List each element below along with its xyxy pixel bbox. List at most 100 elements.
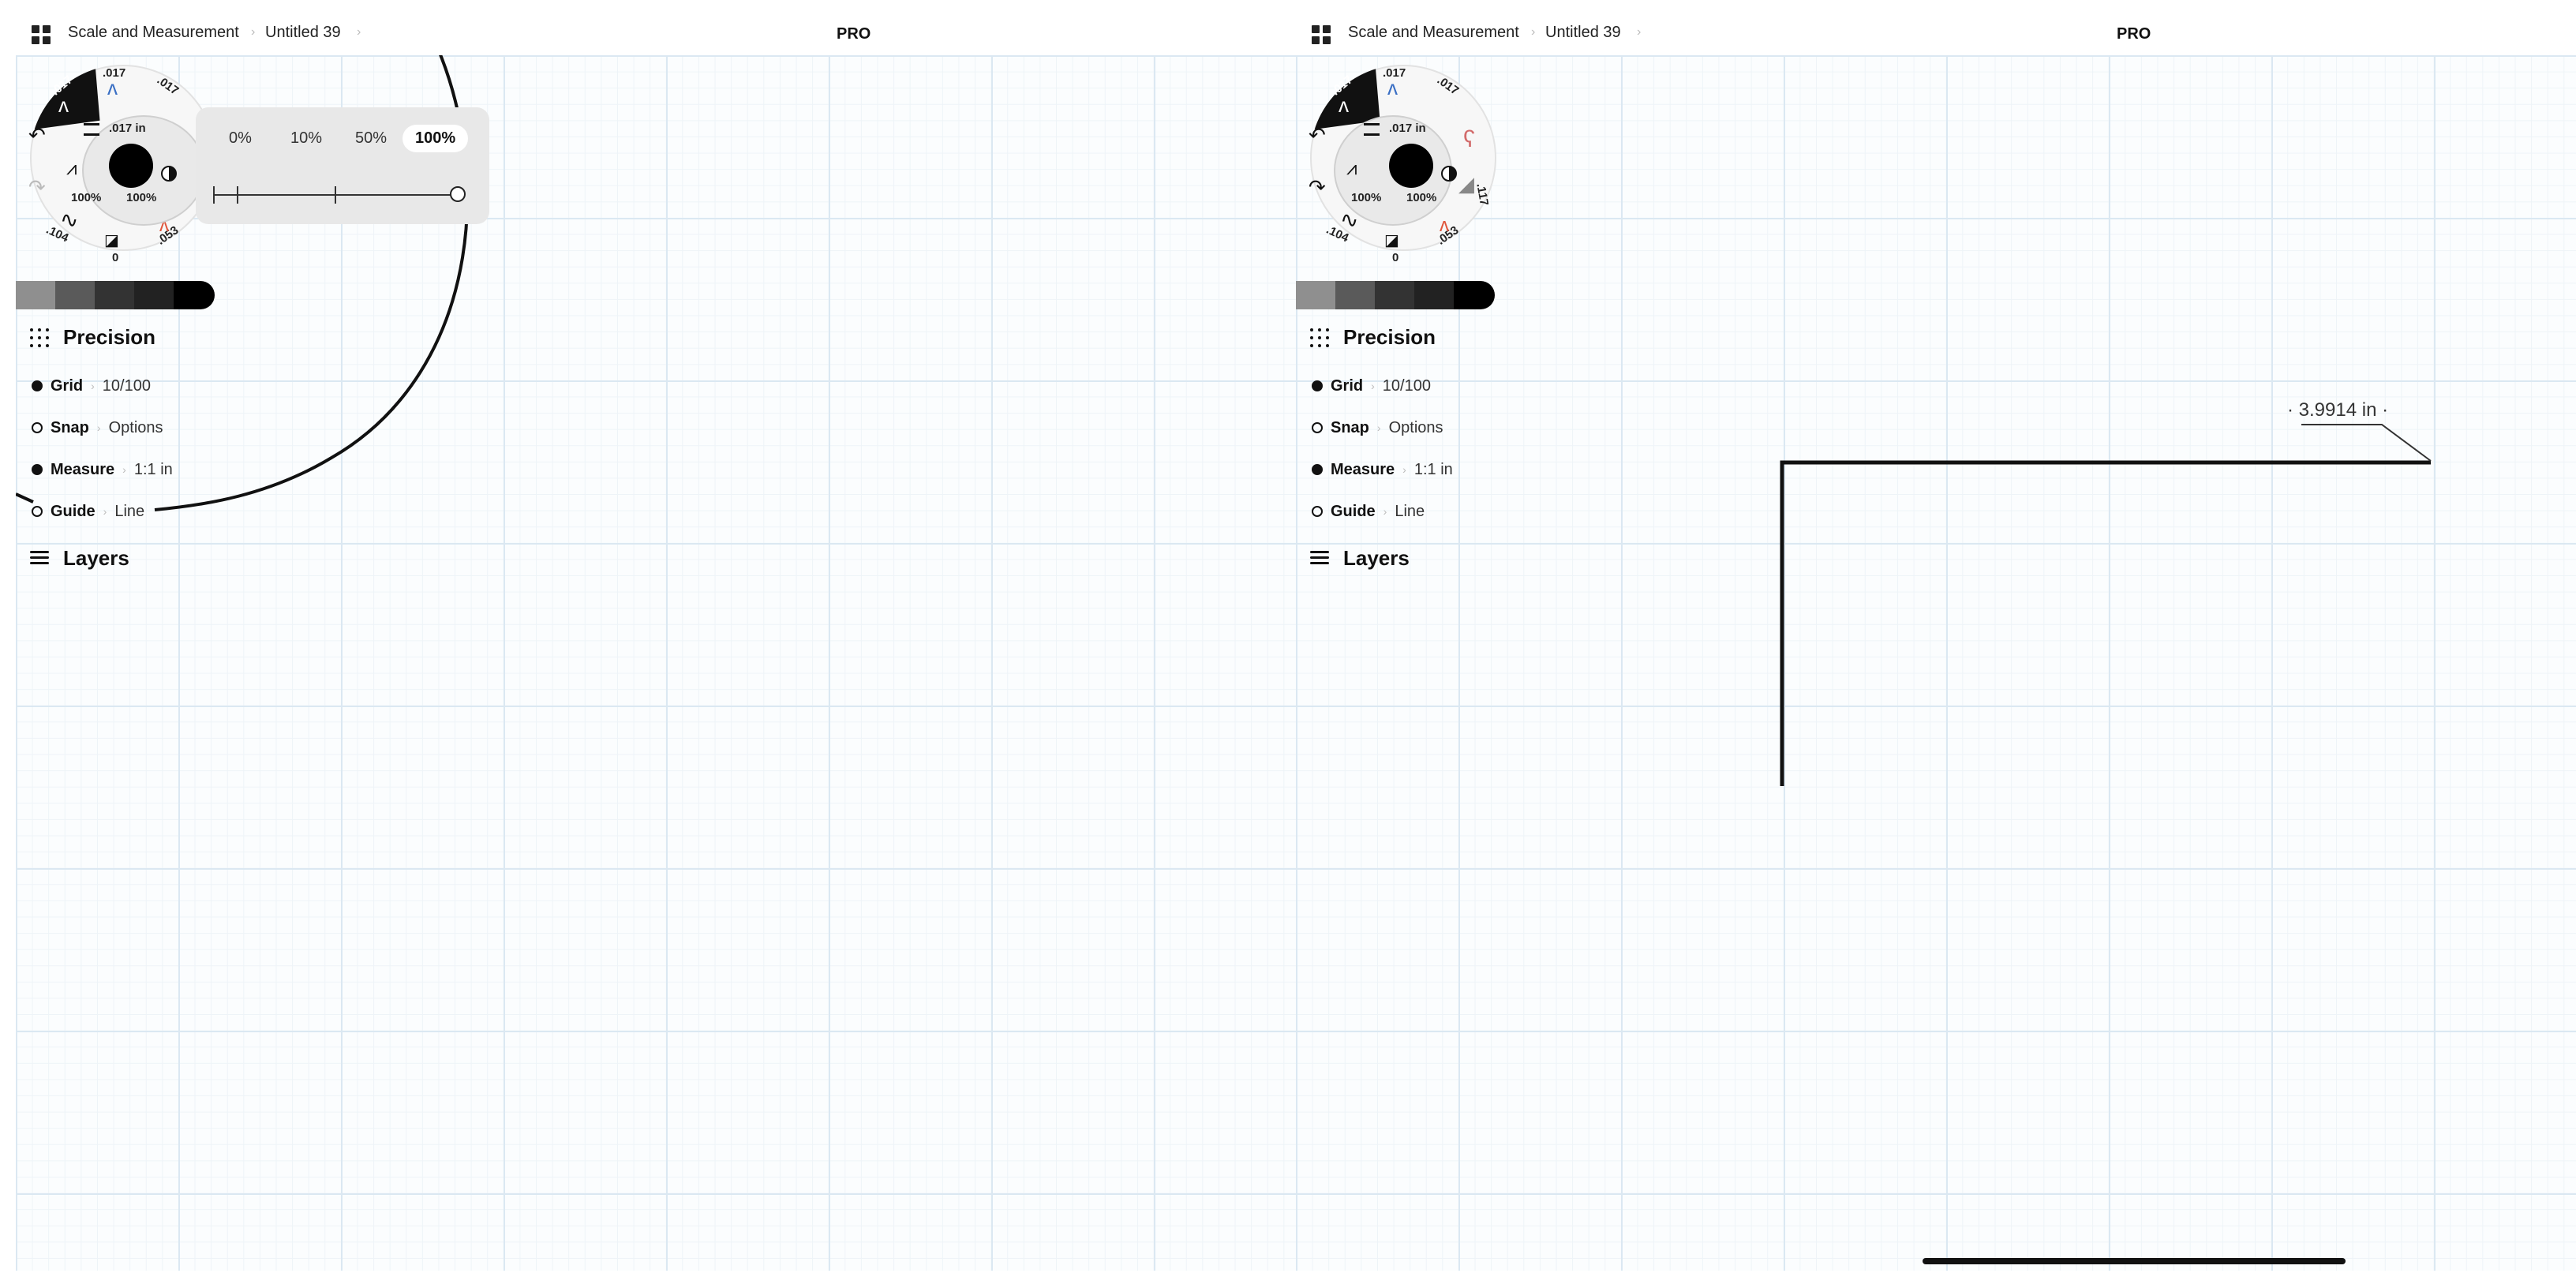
color-swatch[interactable] — [1335, 281, 1375, 309]
brush-size-preview[interactable] — [1389, 144, 1433, 188]
opacity-option-10[interactable]: 10% — [290, 129, 323, 147]
opacity-popover: 0% 10% 50% 100% — [196, 107, 489, 224]
slider-tick — [213, 186, 215, 204]
toggle-indicator[interactable] — [32, 464, 43, 475]
redo-icon[interactable]: ↷ — [28, 175, 46, 199]
layers-icon[interactable] — [1310, 551, 1329, 567]
toggle-indicator[interactable] — [32, 506, 43, 517]
precision-row-value[interactable]: 10/100 — [102, 376, 151, 395]
precision-row-value[interactable]: Options — [108, 418, 163, 436]
chevron-right-icon: › — [103, 505, 107, 518]
opacity-option-0[interactable]: 0% — [229, 129, 252, 147]
airbrush-icon: ◢ — [1458, 172, 1474, 196]
chevron-right-icon: › — [251, 25, 256, 39]
drawing-canvas[interactable] — [1296, 55, 2576, 1271]
precision-row-value[interactable]: 10/100 — [1382, 376, 1431, 395]
precision-row-value[interactable]: Options — [1388, 418, 1443, 436]
layers-title[interactable]: Layers — [1343, 546, 1410, 570]
layers-icon[interactable] — [30, 551, 49, 567]
undo-icon[interactable]: ↶ — [28, 123, 46, 147]
precision-row-name: Guide — [1331, 502, 1376, 520]
color-swatch[interactable] — [95, 281, 134, 309]
redo-icon[interactable]: ↷ — [1309, 175, 1326, 199]
brush-size-label: .017 — [1383, 66, 1406, 80]
drawing-layer — [1780, 424, 2432, 786]
precision-row-measure[interactable]: Measure › 1:1 in — [32, 458, 173, 481]
gallery-icon[interactable] — [32, 25, 51, 44]
measurement-label: · 3.9914 in · — [2287, 399, 2389, 421]
brush-size-value: .017 in — [109, 122, 146, 135]
toggle-indicator[interactable] — [1312, 422, 1323, 433]
precision-row-name: Guide — [51, 502, 95, 520]
precision-icon[interactable] — [1310, 328, 1329, 347]
eraser-icon[interactable]: ◪ — [104, 232, 119, 249]
top-bar: Scale and Measurement › Untitled 39 › PR… — [1296, 0, 2576, 55]
pressure-icon[interactable]: ⩘ — [66, 158, 77, 179]
chevron-right-icon: › — [122, 463, 126, 476]
chevron-right-icon: › — [96, 421, 101, 434]
pro-badge[interactable]: PRO — [2117, 25, 2151, 43]
breadcrumb-document[interactable]: Untitled 39 — [265, 24, 341, 41]
pressure-icon[interactable]: ⩘ — [1346, 158, 1357, 179]
layers-title[interactable]: Layers — [63, 546, 129, 570]
contrast-icon[interactable] — [161, 166, 177, 182]
opacity-right-value: 100% — [126, 191, 157, 204]
precision-title[interactable]: Precision — [63, 325, 156, 349]
color-swatch[interactable] — [1296, 281, 1335, 309]
opacity-left-value: 100% — [71, 191, 102, 204]
color-strip — [1296, 281, 1495, 309]
home-indicator[interactable] — [1923, 1258, 2346, 1264]
gallery-icon[interactable] — [1312, 25, 1331, 44]
color-swatch-current[interactable] — [174, 281, 215, 309]
precision-row-snap[interactable]: Snap › Options — [1312, 416, 1443, 440]
precision-row-measure[interactable]: Measure › 1:1 in — [1312, 458, 1453, 481]
opacity-option-100[interactable]: 100% — [402, 125, 469, 152]
drawing-canvas[interactable] — [16, 55, 1296, 1271]
precision-row-grid[interactable]: Grid › 10/100 — [1312, 374, 1431, 398]
precision-row-value[interactable]: 1:1 in — [1413, 460, 1453, 478]
toggle-indicator[interactable] — [32, 422, 43, 433]
opacity-slider-handle[interactable] — [450, 186, 466, 202]
precision-row-value[interactable]: Line — [1395, 502, 1425, 520]
toggle-indicator[interactable] — [1312, 506, 1323, 517]
color-swatch-current[interactable] — [1454, 281, 1495, 309]
brush-size-preview[interactable] — [109, 144, 153, 188]
color-swatch[interactable] — [55, 281, 95, 309]
precision-row-guide[interactable]: Guide › Line — [32, 500, 144, 523]
color-swatch[interactable] — [1375, 281, 1414, 309]
toggle-indicator[interactable] — [1312, 464, 1323, 475]
contrast-icon[interactable] — [1441, 166, 1457, 182]
undo-icon[interactable]: ↶ — [1309, 123, 1326, 147]
breadcrumb-parent[interactable]: Scale and Measurement — [68, 24, 239, 41]
pro-badge[interactable]: PRO — [837, 25, 871, 43]
precision-row-grid[interactable]: Grid › 10/100 — [32, 374, 151, 398]
color-swatch[interactable] — [16, 281, 55, 309]
breadcrumb-parent[interactable]: Scale and Measurement — [1348, 24, 1519, 41]
drawn-short-stroke — [16, 492, 34, 504]
precision-row-guide[interactable]: Guide › Line — [1312, 500, 1425, 523]
color-swatch[interactable] — [134, 281, 174, 309]
squiggle-icon[interactable]: ∿ — [1340, 208, 1359, 232]
canvas-panel-right[interactable]: · 3.9914 in · Scale and Measurement › Un… — [1296, 0, 2576, 1288]
chevron-right-icon: › — [1383, 505, 1387, 518]
slider-tick — [237, 186, 238, 204]
thickness-icon — [84, 123, 99, 136]
precision-title[interactable]: Precision — [1343, 325, 1436, 349]
breadcrumb-document[interactable]: Untitled 39 — [1545, 24, 1621, 41]
toggle-indicator[interactable] — [1312, 380, 1323, 391]
eraser-count: 0 — [112, 251, 119, 264]
chevron-right-icon[interactable]: › — [1637, 25, 1642, 39]
squiggle-icon[interactable]: ∿ — [60, 208, 79, 232]
precision-row-snap[interactable]: Snap › Options — [32, 416, 163, 440]
chevron-right-icon[interactable]: › — [357, 25, 361, 39]
precision-icon[interactable] — [30, 328, 49, 347]
precision-row-value[interactable]: 1:1 in — [133, 460, 173, 478]
color-swatch[interactable] — [1414, 281, 1454, 309]
precision-row-name: Measure — [1331, 460, 1395, 478]
opacity-option-50[interactable]: 50% — [355, 129, 388, 147]
canvas-panel-left[interactable]: Scale and Measurement › Untitled 39 › PR… — [16, 0, 1296, 1288]
brush-blob-icon: ʕ — [1463, 126, 1475, 152]
toggle-indicator[interactable] — [32, 380, 43, 391]
precision-row-value[interactable]: Line — [114, 502, 145, 520]
eraser-icon[interactable]: ◪ — [1384, 232, 1399, 249]
